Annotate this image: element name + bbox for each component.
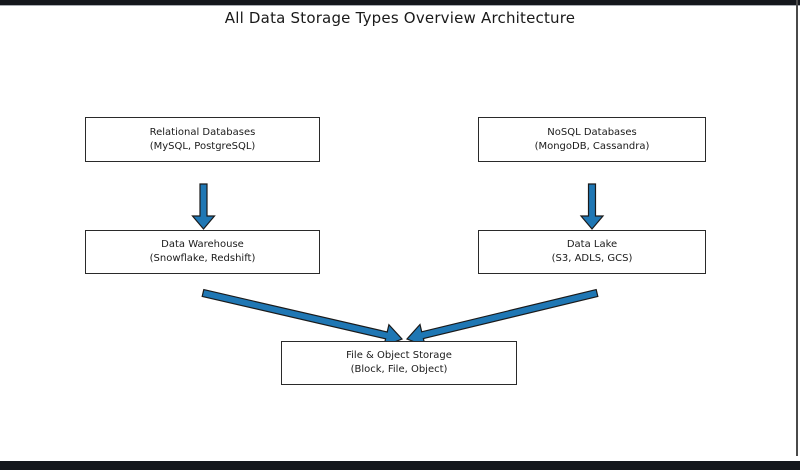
node-file-object-storage: File & Object Storage (Block, File, Obje… <box>281 341 517 385</box>
node-sublabel: (Block, File, Object) <box>350 364 448 375</box>
node-data-lake: Data Lake (S3, ADLS, GCS) <box>478 230 706 274</box>
node-sublabel: (MongoDB, Cassandra) <box>534 140 650 152</box>
arrow-warehouse-to-storage <box>201 288 404 348</box>
window-top-bar <box>0 0 800 6</box>
node-label: Data Warehouse <box>161 239 244 250</box>
node-label: Relational Databases <box>149 126 256 138</box>
arrow-nosql-to-lake <box>579 183 605 230</box>
node-sublabel: (S3, ADLS, GCS) <box>551 253 633 264</box>
node-relational-databases: Relational Databases (MySQL, PostgreSQL) <box>85 117 320 162</box>
diagram-title: All Data Storage Types Overview Architec… <box>224 9 576 27</box>
arrow-lake-to-storage <box>405 288 599 347</box>
node-label: Data Lake <box>566 239 618 250</box>
window-bottom-bar <box>0 461 800 470</box>
node-label: File & Object Storage <box>346 350 452 361</box>
arrow-relational-to-warehouse <box>191 183 216 230</box>
node-label: NoSQL Databases <box>547 126 637 138</box>
node-sublabel: (MySQL, PostgreSQL) <box>149 140 256 152</box>
node-sublabel: (Snowflake, Redshift) <box>149 253 256 264</box>
node-data-warehouse: Data Warehouse (Snowflake, Redshift) <box>85 230 320 274</box>
node-nosql-databases: NoSQL Databases (MongoDB, Cassandra) <box>478 117 706 162</box>
window-right-border <box>796 0 798 456</box>
